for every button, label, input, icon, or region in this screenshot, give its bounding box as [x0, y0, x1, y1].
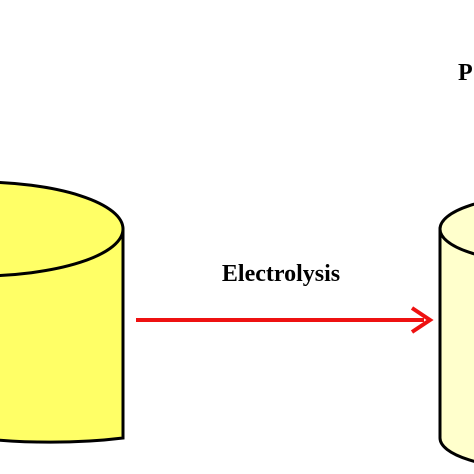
right-cylinder	[438, 202, 474, 463]
left-cylinder-body	[0, 227, 125, 444]
right-cylinder-top	[438, 202, 474, 256]
process-arrow	[136, 306, 434, 334]
partial-label: P	[458, 60, 473, 86]
right-cylinder-body	[438, 227, 474, 463]
left-cylinder	[0, 181, 125, 444]
process-label: Electrolysis	[222, 261, 340, 287]
left-cylinder-top	[0, 181, 125, 277]
arrow-head	[410, 306, 434, 334]
